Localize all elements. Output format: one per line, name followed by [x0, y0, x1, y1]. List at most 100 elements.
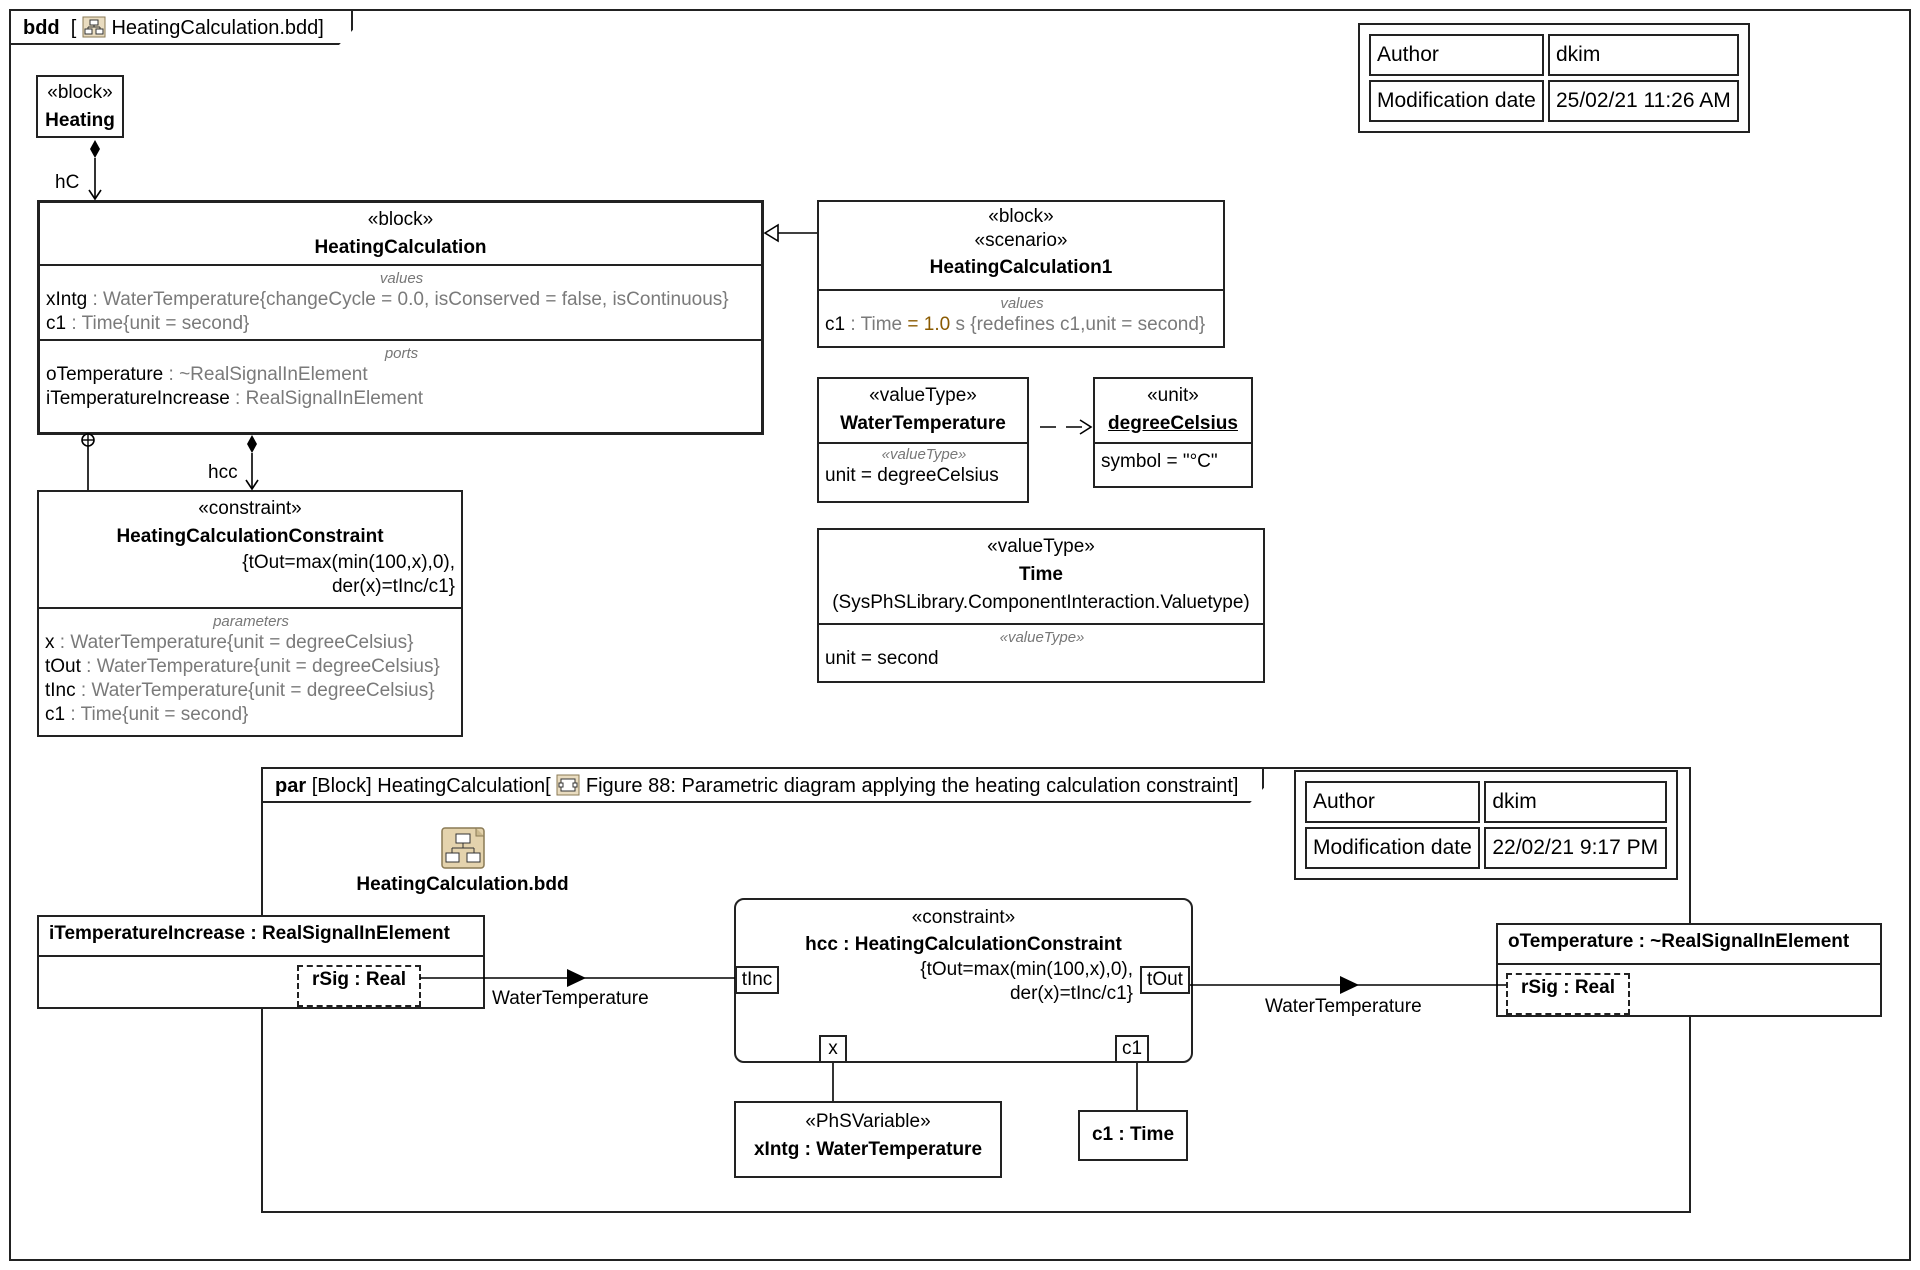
value-property-row[interactable]: c1 : Time{unit = second}	[46, 312, 757, 336]
param-type: WaterTemperature	[91, 680, 249, 701]
value-constraint: {redefines c1,unit = second}	[970, 314, 1206, 335]
rsig-output-property[interactable]: rSig : Real	[1506, 973, 1630, 1015]
degree-celsius-stereotype: «unit»	[1147, 385, 1199, 406]
port-row[interactable]: oTemperature : ~RealSignalInElement	[46, 363, 757, 387]
value-constraint: {changeCycle = 0.0, isConserved = false,…	[259, 289, 729, 310]
bdd-diagram-icon	[82, 16, 106, 44]
binding-input[interactable]	[420, 969, 735, 987]
diagram-name[interactable]: HeatingCalculation.bdd	[111, 17, 319, 39]
value-property-row[interactable]: c1 : Time = 1.0 s {redefines c1,unit = s…	[825, 313, 1219, 337]
values-title: values	[379, 270, 424, 287]
composition-hc[interactable]	[88, 140, 102, 201]
water-temperature-valuetype[interactable]: «valueType» WaterTemperature «valueType»…	[817, 377, 1029, 503]
par-diagram-icon	[556, 774, 580, 802]
symbol-property[interactable]: symbol = "°C"	[1101, 451, 1218, 472]
param-sep: :	[54, 632, 71, 653]
heating-calculation1-stereotype-scenario: «scenario»	[974, 230, 1068, 251]
otemperature-part[interactable]: oTemperature : ~RealSignalInElement rSig…	[1496, 923, 1882, 1017]
modification-date-value[interactable]: 22/02/21 9:17 PM	[1484, 827, 1667, 869]
constraint-expr-line1: {tOut=max(min(100,x),0),	[242, 552, 455, 573]
parameter-row[interactable]: c1 : Time{unit = second}	[45, 703, 457, 727]
param-constraint: {unit = degreeCelsius}	[248, 680, 435, 701]
time-compartment: «valueType» unit = second	[819, 623, 1263, 677]
water-temperature-compartment: «valueType» unit = degreeCelsius	[819, 442, 1027, 494]
generalization[interactable]	[763, 223, 817, 243]
heating-calculation-block[interactable]: «block» HeatingCalculation values xIntg …	[37, 200, 764, 435]
parameter-row[interactable]: tOut : WaterTemperature{unit = degreeCel…	[45, 655, 457, 679]
compartment-title: «valueType»	[999, 629, 1085, 646]
param-name: tInc	[45, 680, 76, 701]
time-name: Time	[1018, 564, 1063, 585]
value-type: Time	[860, 314, 903, 335]
hcc-expression: {tOut=max(min(100,x),0), der(x)=tInc/c1}	[736, 958, 1191, 1006]
heating-calculation-constraint-block[interactable]: «constraint» HeatingCalculationConstrain…	[37, 490, 463, 737]
param-type: WaterTemperature	[96, 656, 254, 677]
binding-output[interactable]	[1190, 976, 1506, 994]
rsig-input-property[interactable]: rSig : Real	[297, 965, 421, 1007]
author-value[interactable]: dkim	[1547, 34, 1739, 76]
param-name: x	[45, 632, 55, 653]
par-frame-header: par [Block] HeatingCalculation[ Figure 8…	[263, 769, 1264, 803]
port-name: iTemperatureIncrease	[46, 388, 230, 409]
heating-calculation1-name: HeatingCalculation1	[929, 257, 1113, 278]
time-valuetype[interactable]: «valueType» Time (SysPhSLibrary.Componen…	[817, 528, 1265, 683]
value-type: WaterTemperature	[103, 289, 260, 310]
itemperature-increase-part[interactable]: iTemperatureIncrease : RealSignalInEleme…	[37, 915, 485, 1009]
tout-parameter-port[interactable]: tOut	[1140, 966, 1190, 994]
bdd-shortcut-icon	[340, 826, 585, 872]
par-frame: par [Block] HeatingCalculation[ Figure 8…	[261, 767, 1691, 1213]
value-name: c1	[46, 313, 67, 334]
nesting-connector[interactable]	[81, 433, 95, 490]
xintg-phsvariable[interactable]: «PhSVariable» xIntg : WaterTemperature	[734, 1101, 1002, 1178]
values-title: values	[1000, 295, 1044, 312]
c1-time-property[interactable]: c1 : Time	[1078, 1110, 1188, 1161]
otemperature-compartment: rSig : Real	[1498, 963, 1880, 1023]
par-meta-table: Author dkim Modification date 22/02/21 9…	[1294, 770, 1678, 880]
param-type: Time	[80, 704, 123, 725]
port-type: RealSignalInElement	[245, 388, 424, 409]
parameter-row[interactable]: x : WaterTemperature{unit = degreeCelsiu…	[45, 631, 457, 655]
xintg-name: xIntg : WaterTemperature	[753, 1139, 983, 1160]
itemperature-compartment: rSig : Real	[39, 955, 483, 1015]
heating-calculation-name: HeatingCalculation	[314, 237, 487, 258]
degree-celsius-compartment: symbol = "°C"	[1095, 442, 1251, 480]
unit-property[interactable]: unit = degreeCelsius	[825, 465, 999, 486]
param-constraint: {unit = degreeCelsius}	[226, 632, 414, 653]
value-eq: =	[902, 314, 924, 335]
c1-parameter-port[interactable]: c1	[1115, 1035, 1149, 1063]
rsig-label: rSig : Real	[1521, 977, 1615, 998]
param-constraint: {unit = second}	[122, 704, 249, 725]
port-row[interactable]: iTemperatureIncrease : RealSignalInEleme…	[46, 387, 757, 411]
parameter-row[interactable]: tInc : WaterTemperature{unit = degreeCel…	[45, 679, 457, 703]
port-sep: :	[229, 388, 246, 409]
c1-time-name: c1 : Time	[1091, 1124, 1175, 1145]
time-qualifier: (SysPhSLibrary.ComponentInteraction.Valu…	[832, 592, 1250, 613]
hcc-name: hcc : HeatingCalculationConstraint	[805, 934, 1122, 955]
value-property-row[interactable]: xIntg : WaterTemperature{changeCycle = 0…	[46, 288, 757, 312]
modification-date-value[interactable]: 25/02/21 11:26 AM	[1547, 80, 1739, 122]
diagram-link[interactable]: HeatingCalculation.bdd	[340, 826, 585, 896]
author-value[interactable]: dkim	[1484, 781, 1667, 823]
x-parameter-port[interactable]: x	[819, 1035, 847, 1063]
composition-hcc[interactable]	[245, 435, 259, 491]
ports-compartment: ports oTemperature : ~RealSignalInElemen…	[40, 339, 761, 417]
xintg-stereotype: «PhSVariable»	[805, 1111, 931, 1132]
par-diagram-title[interactable]: Figure 88: Parametric diagram applying t…	[585, 775, 1233, 797]
diagram-link-label: HeatingCalculation.bdd	[356, 874, 569, 895]
author-label: Author	[1369, 34, 1544, 76]
hcc-role-label: hcc	[208, 462, 238, 483]
constraint-name: HeatingCalculationConstraint	[116, 526, 384, 547]
degree-celsius-unit[interactable]: «unit» degreeCelsius symbol = "°C"	[1093, 377, 1253, 488]
constraint-expr-line2: der(x)=tInc/c1}	[331, 576, 455, 597]
unit-dependency[interactable]	[1040, 419, 1093, 435]
unit-property[interactable]: unit = second	[825, 648, 939, 669]
constraint-stereotype: «constraint»	[198, 498, 302, 519]
tinc-parameter-port[interactable]: tInc	[735, 966, 779, 994]
param-name: c1	[45, 704, 66, 725]
heating-block[interactable]: «block» Heating	[36, 75, 124, 138]
heating-calculation1-block[interactable]: «block» «scenario» HeatingCalculation1 v…	[817, 200, 1225, 348]
hcc-expr-line2: der(x)=tInc/c1}	[1009, 983, 1133, 1004]
heating-calculation-stereotype: «block»	[367, 209, 434, 230]
